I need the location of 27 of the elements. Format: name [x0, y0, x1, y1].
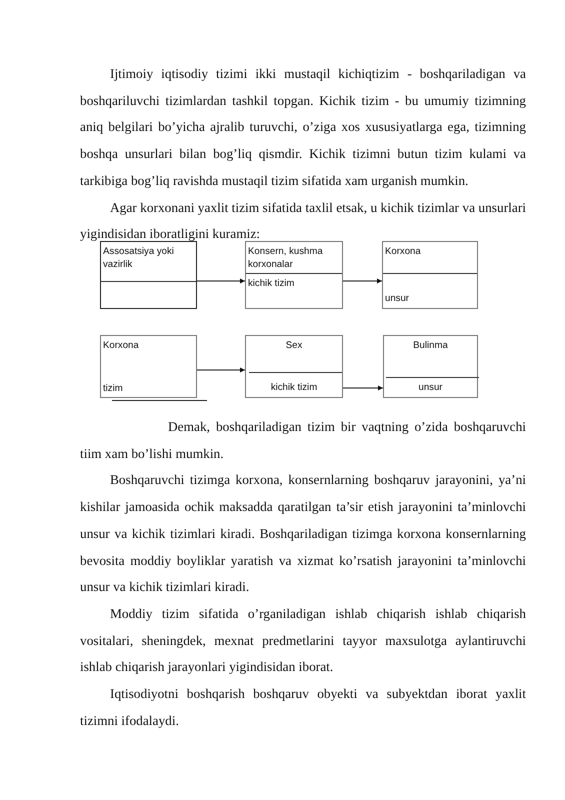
- arrow: [196, 278, 246, 284]
- box-heading: Assosatsiya yoki vazirlik: [103, 245, 175, 271]
- box-heading: Korxona: [103, 339, 140, 352]
- arrow: [342, 386, 384, 390]
- paragraph: Demak, boshqariladigan tizim bir vaqtning o’zida boshqaruvchi tiim xam bo’lishi mumkin.: [80, 418, 526, 463]
- box-text: tizim: [103, 383, 124, 395]
- system-box: [100, 241, 197, 309]
- box-heading: Bulinma: [412, 339, 449, 352]
- system-box: [383, 335, 478, 398]
- box-heading: Korxona: [385, 245, 422, 258]
- paragraph: Iqtisodiyotni boshqarish boshqaruv obyekti va subyektdan iborat yaxlit tizimni ifodalaydi.: [80, 685, 526, 730]
- paragraph: Boshqaruvchi tizimga korxona, konsernlarning boshqaruv jarayonini, ya’ni kishilar jamoasida ochik maksadda qaratilgan ta’sir etish jarayonini ta’minlovchi unsur va kichik tizimlari kiradi. Boshqariladigan tizimga korxona konsernlarning bevosita moddiy boyliklar yaratish va xizmat ko’rsatish jarayonini ta’minlovchi unsur va kichik tizimlari kiradi.: [80, 471, 526, 596]
- paragraph: Moddiy tizim sifatida o’rganiladigan ishlab chiqarish ishlab chiqarish vositalari, sheningdek, mexnat predmetlarini tayyor maxsulotga aylantiruvchi ishlab chiqarish jarayonlari yigindisidan iborat.: [80, 604, 526, 676]
- system-box: [245, 241, 343, 309]
- box-text: kichik tizim: [270, 382, 318, 394]
- box-heading: Konsern, kushma korxonalar: [248, 245, 324, 271]
- paragraph: Ijtimoiy iqtisodiy tizimi ikki mustaqil kichiqtizim - boshqariladigan va boshqariluvchi tizimlardan tashkil topgan. Kichik tizim - bu umumiy tizimning aniq belgilari bo’yicha ajralib turuvchi, o’ziga xos xususiyatlarga ega, tizimning boshqa unsurlari bilan bog’liq qismdir. Kichik tizimni butun tizim kulami va tarkibiga bog’liq ravishda mustaqil tizim sifatida xam urganish mumkin.: [80, 65, 526, 190]
- arrow: [342, 278, 382, 284]
- box-text: unsur: [385, 293, 410, 305]
- paragraph: Agar korxonani yaxlit tizim sifatida taxlil etsak, u kichik tizimlar va unsurlari yigindisidan iboratligini kuramiz:: [80, 198, 526, 244]
- arrow: [196, 368, 246, 372]
- box-heading: Sex: [284, 339, 304, 352]
- system-box: [382, 241, 478, 309]
- box-text: kichik tizim: [248, 278, 296, 290]
- system-box: [100, 335, 197, 398]
- system-box: [245, 335, 343, 398]
- box-text: unsur: [418, 382, 444, 394]
